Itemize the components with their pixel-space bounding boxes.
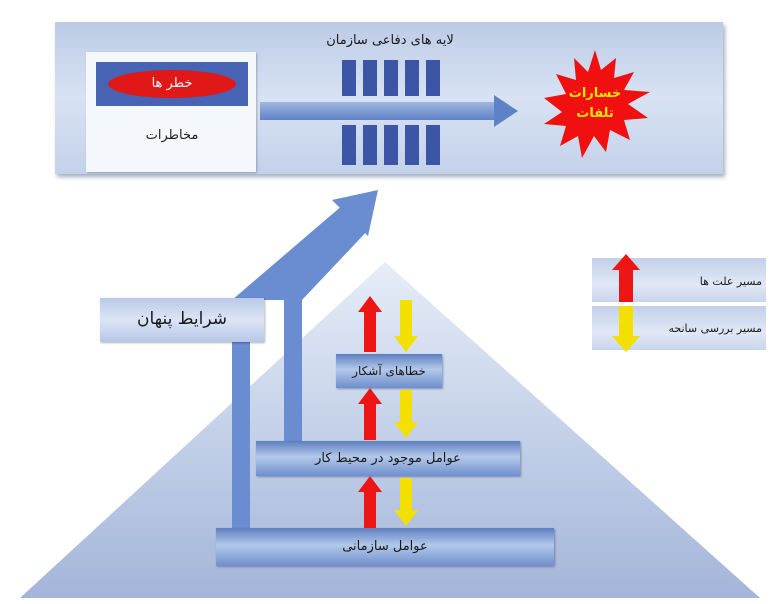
losses-label: خسارات	[568, 86, 622, 101]
pyramid-level-top	[336, 354, 442, 388]
active-failures-label: خطاهای آشکار	[352, 364, 426, 378]
defense-layer-blocks	[342, 60, 440, 165]
legend-investigation-label: مسیر بررسی سانحه	[668, 322, 762, 335]
defense-layers-title: لایه های دفاعی سازمان	[326, 33, 454, 48]
latent-conditions-label: شرایط پنهان	[137, 309, 227, 329]
losses-starburst	[544, 50, 650, 158]
cause-path-arrows	[358, 296, 382, 528]
latent-conditions-box	[100, 298, 264, 342]
casualties-label: تلفات	[576, 106, 614, 121]
workplace-factors-label: عوامل موجود در محیط کار	[315, 451, 461, 466]
hazards-label: مخاطرات	[145, 128, 199, 143]
legend-red-arrow	[612, 254, 640, 302]
investigation-path-arrows	[394, 300, 418, 526]
legend-cause-label: مسیر علت ها	[699, 275, 762, 288]
hazard-flow-arrow	[260, 95, 518, 127]
hazards-title: خطر ها	[151, 76, 193, 91]
organizational-factors-label: عوامل سازمانی	[342, 539, 428, 554]
pyramid-level-bottom	[216, 528, 554, 566]
latent-conditions-flow-arrow	[232, 190, 378, 538]
hazards-ellipse	[108, 70, 236, 98]
pyramid-level-middle	[256, 441, 520, 476]
legend-yellow-arrow	[612, 306, 640, 352]
pyramid-shape	[20, 262, 760, 598]
